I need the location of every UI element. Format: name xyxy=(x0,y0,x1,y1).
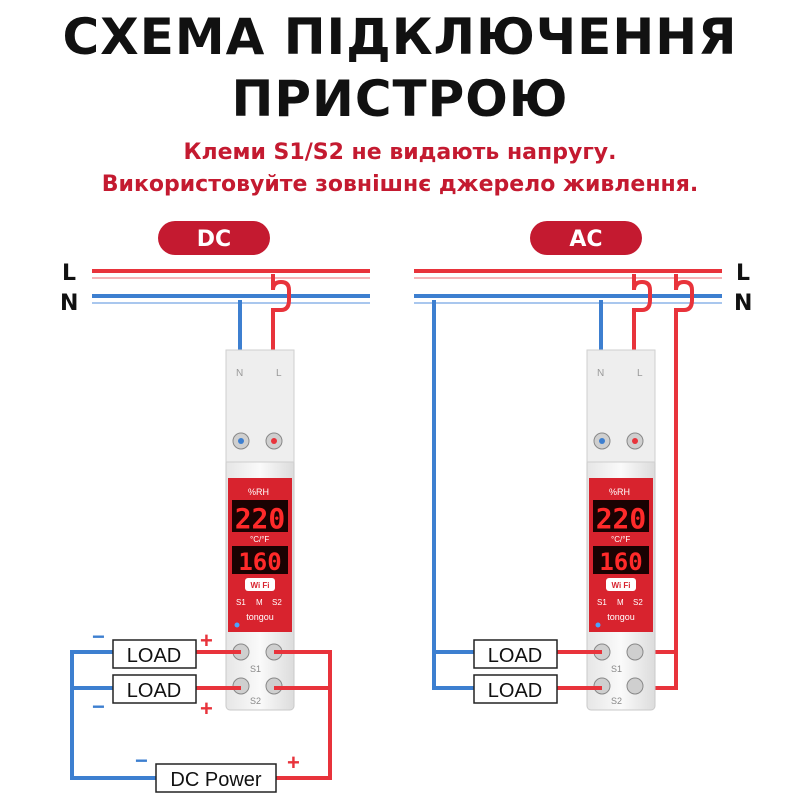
dc-live-drop xyxy=(271,274,291,440)
ac-terminal-s1-label: S1 xyxy=(611,664,622,674)
dc-channel-s1: S1 xyxy=(236,598,246,607)
dc-load-2-label: LOAD xyxy=(127,680,181,702)
dc-badge-label: DC xyxy=(197,227,231,252)
ac-live-bus xyxy=(414,269,722,279)
dc-line-l-label: L xyxy=(62,261,76,286)
ac-channel-s1: S1 xyxy=(597,598,607,607)
ac-load-2-box xyxy=(473,674,558,704)
warning-line-1: Клеми S1/S2 не видають напругу. xyxy=(183,140,617,165)
dc-wifi-icon: Wi Fi xyxy=(250,581,269,590)
ac-load-2-label: LOAD xyxy=(488,680,542,702)
ac-load-1-box xyxy=(473,639,558,669)
dc-humidity-unit: %RH xyxy=(248,487,269,497)
dc-brand-logo: tongou xyxy=(246,612,274,622)
dc-load-1-label: LOAD xyxy=(127,645,181,667)
ac-device: N L %RH 220 °C/°F 160 Wi Fi S1 M S2 tong… xyxy=(586,349,656,711)
dc-power-label: DC Power xyxy=(170,769,261,791)
warning-line-2: Використовуйте зовнішнє джерело живлення… xyxy=(101,172,699,197)
ac-badge xyxy=(530,221,642,255)
ac-humidity-unit: %RH xyxy=(609,487,630,497)
dc-terminal-s2-label: S2 xyxy=(250,696,261,706)
dc-badge xyxy=(158,221,270,255)
title-line-1: СХЕМА ПІДКЛЮЧЕННЯ xyxy=(62,8,738,66)
ac-wifi-icon: Wi Fi xyxy=(611,581,630,590)
ac-live-drop xyxy=(632,274,652,440)
dc-load-1-minus: − xyxy=(92,624,105,649)
ac-section: AC L N xyxy=(414,221,752,690)
dc-load-2-minus: − xyxy=(92,694,105,719)
ac-line-l-label: L xyxy=(736,261,750,286)
ac-badge-label: AC xyxy=(569,227,602,252)
dc-power-plus: + xyxy=(287,750,300,775)
dc-load-1-box xyxy=(112,639,197,669)
ac-line-n-label: N xyxy=(734,291,752,316)
ac-load-1-label: LOAD xyxy=(488,645,542,667)
ac-neutral-bus xyxy=(414,294,722,304)
dc-channel-m: M xyxy=(256,598,263,607)
dc-reading-bottom: 160 xyxy=(238,548,281,576)
ac-neutral-return xyxy=(432,300,474,690)
dc-live-bus xyxy=(92,269,370,279)
ac-terminal-s1-b xyxy=(626,643,644,661)
dc-load-2-plus: + xyxy=(200,696,213,721)
dc-device: N L %RH 220 °C/°F 160 Wi Fi S1 M S2 tong… xyxy=(225,349,295,711)
dc-terminal-s1-label: S1 xyxy=(250,664,261,674)
dc-channel-s2: S2 xyxy=(272,598,282,607)
dc-temp-unit: °C/°F xyxy=(250,535,269,544)
svg-text:N: N xyxy=(236,368,243,379)
dc-load-2-box xyxy=(112,674,197,704)
ac-terminal-s2-b xyxy=(626,677,644,695)
dc-section: DC L N xyxy=(60,221,370,440)
dc-power-box xyxy=(155,763,277,793)
ac-terminal-s2-label: S2 xyxy=(611,696,622,706)
dc-power-minus: − xyxy=(135,748,148,773)
dc-neutral-bus xyxy=(92,294,370,304)
svg-text:L: L xyxy=(276,368,282,379)
ac-temp-unit: °C/°F xyxy=(611,535,630,544)
dc-load-1-plus: + xyxy=(200,628,213,653)
svg-text:N: N xyxy=(597,368,604,379)
title-line-2: ПРИСТРОЮ xyxy=(231,70,569,128)
dc-line-n-label: N xyxy=(60,291,78,316)
ac-channel-m: M xyxy=(617,598,624,607)
svg-text:L: L xyxy=(637,368,643,379)
ac-channel-s2: S2 xyxy=(633,598,643,607)
ac-live-return xyxy=(634,274,694,690)
dc-reading-top: 220 xyxy=(235,502,286,535)
dc-load-wiring xyxy=(70,650,332,780)
ac-reading-bottom: 160 xyxy=(599,548,642,576)
ac-reading-top: 220 xyxy=(596,502,647,535)
ac-brand-logo: tongou xyxy=(607,612,635,622)
